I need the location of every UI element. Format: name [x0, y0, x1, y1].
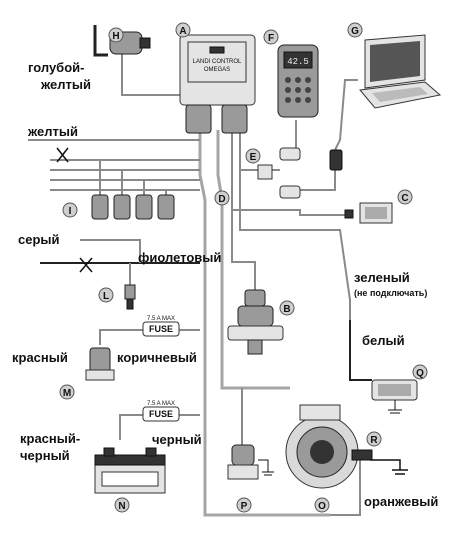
- label-blue-yellow-1: голубой-: [28, 60, 84, 75]
- svg-text:A: A: [179, 26, 186, 37]
- svg-text:D: D: [218, 194, 225, 205]
- wire-to-C: [232, 209, 345, 216]
- ground-R: [351, 449, 408, 475]
- label-red: красный: [12, 350, 68, 365]
- badge-E: E: [245, 148, 261, 164]
- badge-A: A: [175, 22, 191, 38]
- wire-to-orange: [330, 455, 361, 516]
- actuator-B: [227, 289, 284, 355]
- wire-to-Q: [349, 320, 372, 381]
- svg-text:B: B: [283, 304, 290, 315]
- svg-text:M: M: [63, 388, 71, 399]
- badge-P: P: [236, 497, 252, 513]
- svg-text:E: E: [250, 152, 257, 163]
- badge-L: L: [98, 287, 114, 303]
- svg-text:L: L: [103, 291, 109, 302]
- badge-H: H: [108, 27, 124, 43]
- badge-O: O: [314, 497, 330, 513]
- badge-F: F: [263, 29, 279, 45]
- fuse-N: FUSE 7.5 A MAX: [142, 401, 180, 422]
- badge-Q: Q: [412, 364, 428, 380]
- badge-N: N: [114, 497, 130, 513]
- svg-text:LANDI CONTROL: LANDI CONTROL: [193, 59, 242, 65]
- svg-text:O: O: [318, 501, 326, 512]
- badge-B: B: [279, 300, 295, 316]
- svg-text:H: H: [112, 31, 119, 42]
- sensor-P: [227, 444, 274, 480]
- badge-D: D: [214, 190, 230, 206]
- component-C: [344, 202, 393, 224]
- fuse-text-2: FUSE: [149, 409, 173, 419]
- svg-text:G: G: [351, 26, 359, 37]
- fuse-rating-2: 7.5 A MAX: [147, 401, 175, 407]
- label-brown: коричневый: [117, 350, 197, 365]
- handheld-tester-F: 42.5: [277, 44, 319, 118]
- label-orange: оранжевый: [364, 494, 438, 509]
- label-black: черный: [152, 432, 202, 447]
- label-green: зеленый: [354, 270, 410, 285]
- svg-text:F: F: [268, 33, 274, 44]
- badge-G: G: [347, 22, 363, 38]
- label-red-black-2: черный: [20, 448, 70, 463]
- label-blue-yellow-2: желтый: [40, 77, 91, 92]
- ecu-module-A: LANDI CONTROL OMEGAS: [179, 34, 256, 134]
- label-yellow: желтый: [27, 124, 78, 139]
- wire-to-B: [231, 132, 256, 290]
- label-white: белый: [362, 333, 405, 348]
- wire-G: [300, 79, 358, 191]
- wire-gray-top: [80, 239, 141, 263]
- svg-text:C: C: [401, 193, 408, 204]
- svg-text:I: I: [69, 206, 72, 217]
- battery-N: [94, 447, 166, 494]
- label-red-black-1: красный-: [20, 431, 80, 446]
- wiring-harness: [28, 40, 372, 517]
- sensor-H: [93, 25, 151, 57]
- svg-text:P: P: [241, 501, 248, 512]
- injectors-I: [56, 147, 175, 220]
- label-violet: фиолетовый: [138, 250, 221, 265]
- svg-text:R: R: [370, 435, 378, 446]
- wire-to-green: [239, 132, 351, 320]
- injector-drops: [99, 160, 167, 197]
- badge-R: R: [366, 431, 382, 447]
- badge-I: I: [62, 202, 78, 218]
- svg-text:OMEGAS: OMEGAS: [204, 67, 230, 73]
- connector-E: [257, 147, 343, 199]
- component-Q: [371, 379, 418, 414]
- svg-text:N: N: [118, 501, 125, 512]
- label-not-connect: (не подключать): [354, 288, 427, 298]
- reducer-O: [285, 404, 359, 489]
- sensor-L: [79, 257, 136, 310]
- fuse-text-1: FUSE: [149, 324, 173, 334]
- fuse-M: FUSE 7.5 A MAX: [142, 316, 180, 337]
- relay-M: [85, 347, 115, 381]
- badge-M: M: [59, 384, 75, 400]
- wire-labels: голубой- желтый желтый серый фиолетовый …: [12, 60, 438, 509]
- fuse-rating-1: 7.5 A MAX: [147, 316, 175, 322]
- badge-C: C: [397, 189, 413, 205]
- label-gray: серый: [18, 232, 60, 247]
- laptop-G: [359, 34, 442, 109]
- tester-display: 42.5: [287, 57, 309, 67]
- letter-badges: A H F G E D C I L B M Q R N P O: [59, 22, 428, 513]
- svg-text:Q: Q: [416, 368, 424, 379]
